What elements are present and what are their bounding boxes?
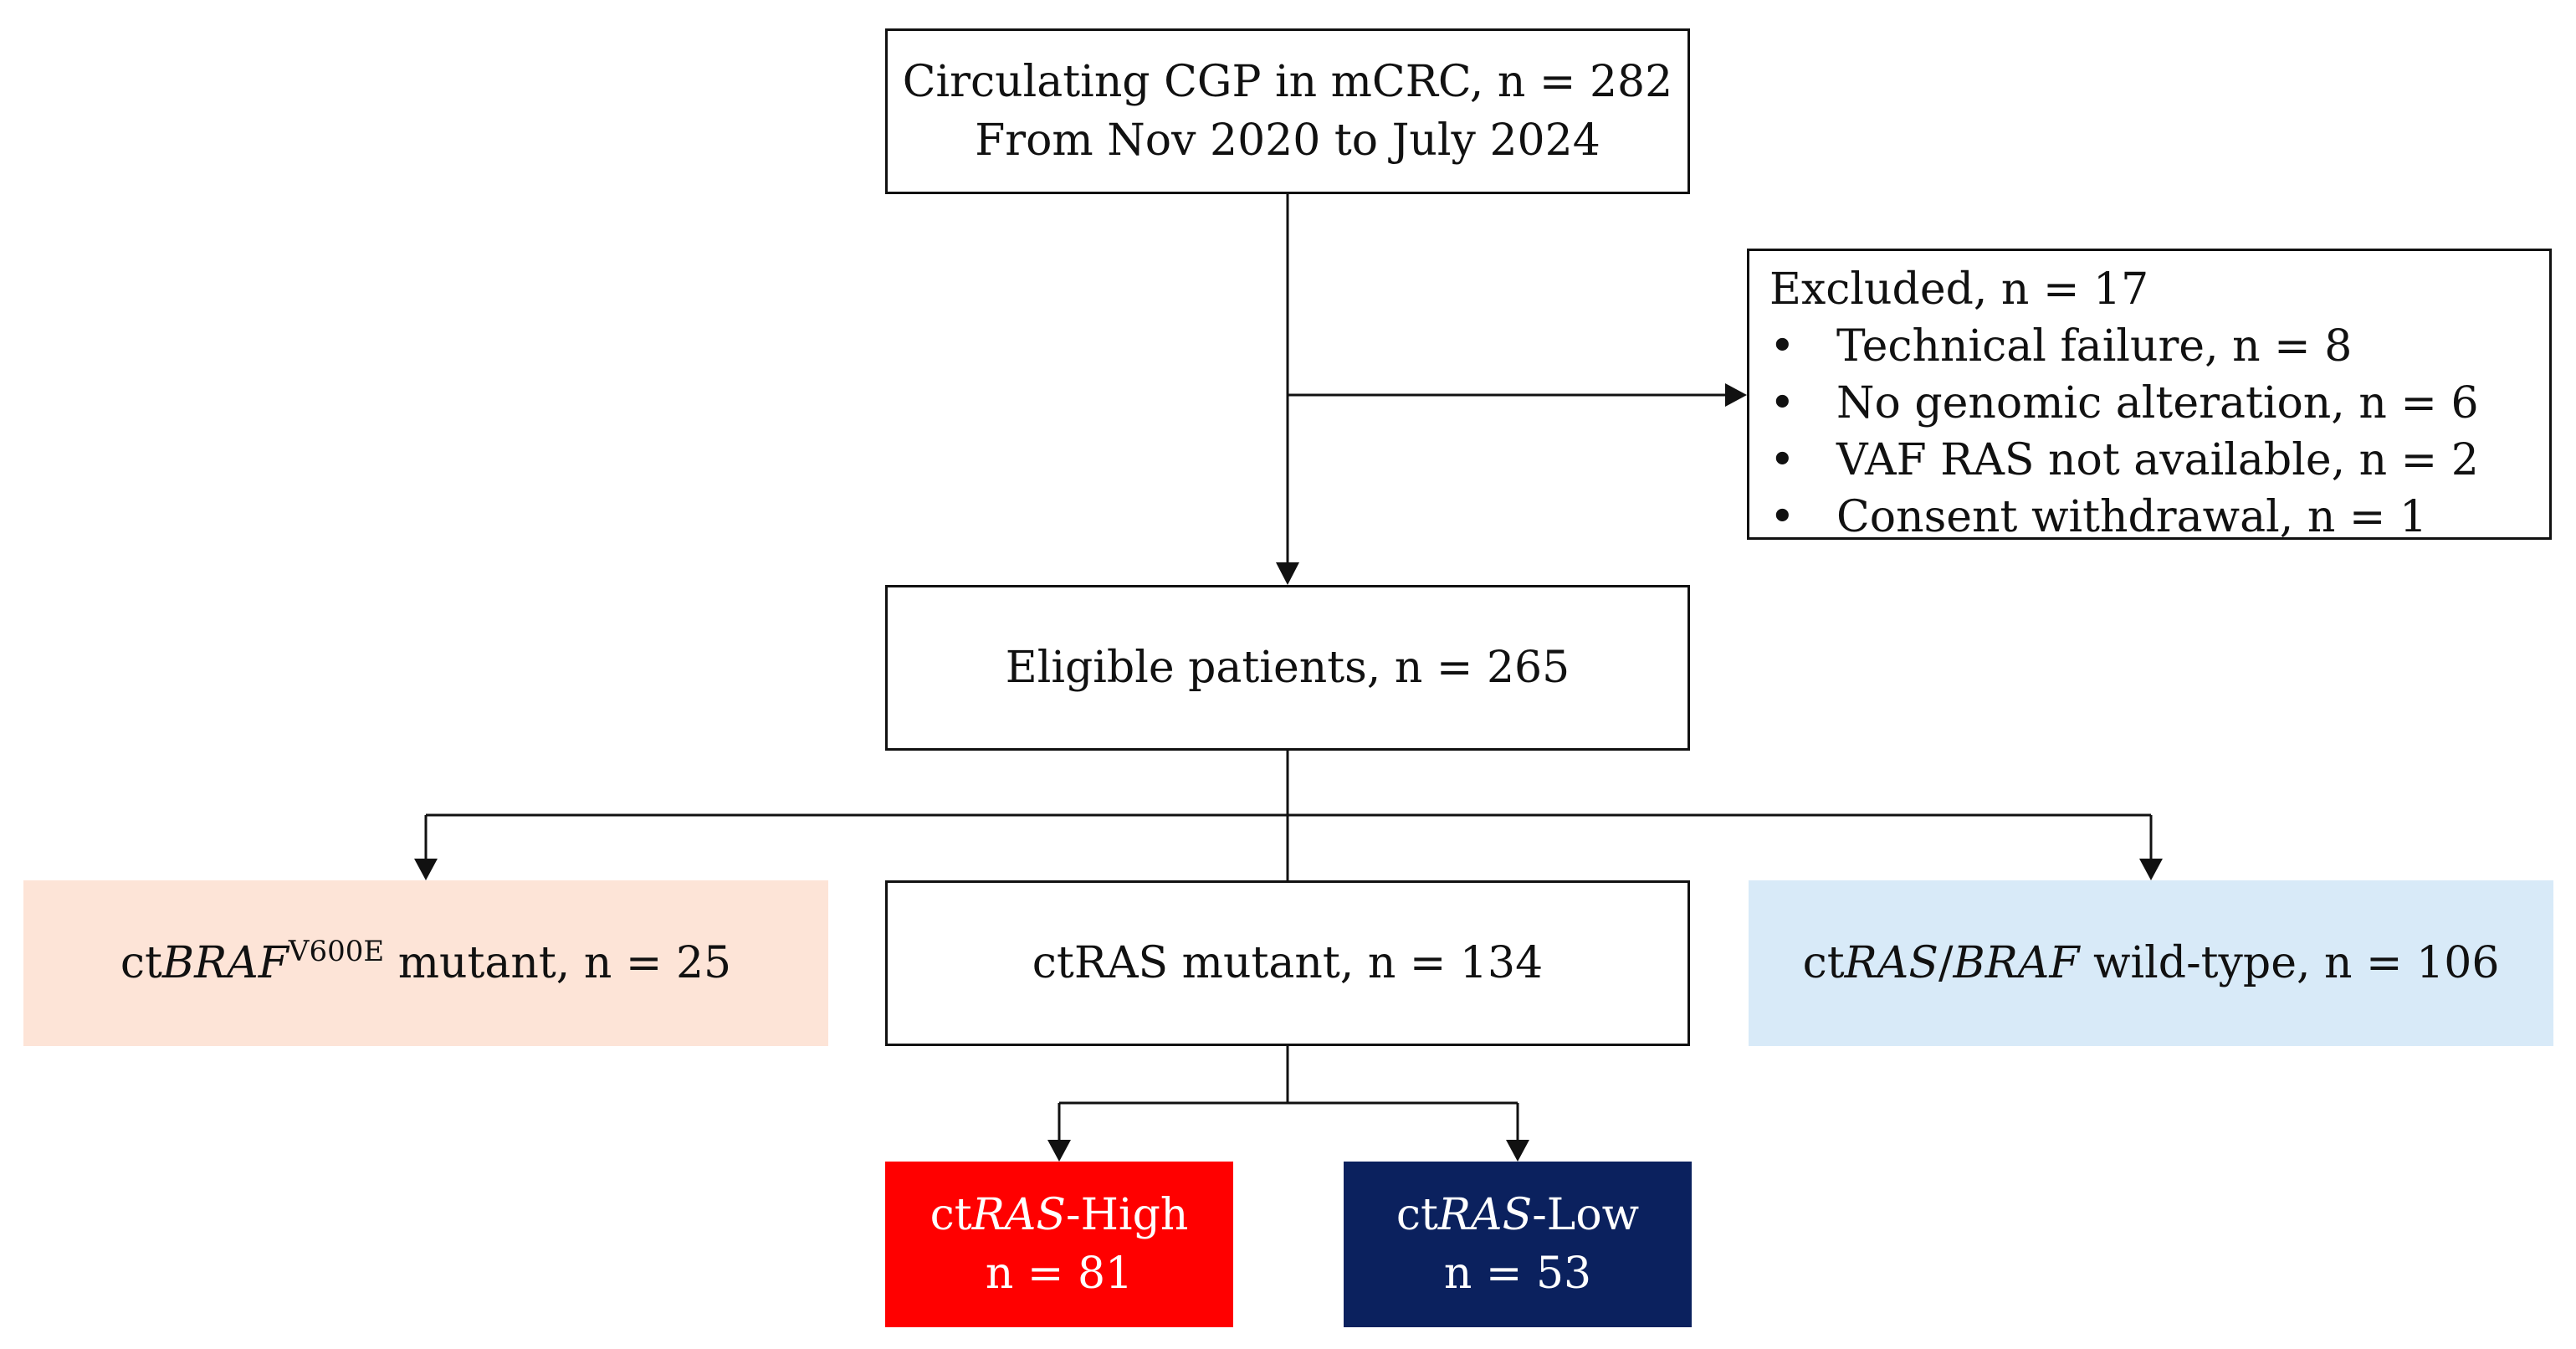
bullet-icon: • — [1769, 378, 1795, 428]
ras-low-suffix: -Low — [1532, 1190, 1640, 1240]
braf-prefix: ct — [120, 938, 162, 988]
wildtype-gene-ras: RAS — [1844, 938, 1938, 988]
ras-low-gene: RAS — [1437, 1190, 1533, 1240]
ras-low-box: ctRAS-Low n = 53 — [1344, 1162, 1692, 1327]
excluded-item-label: VAF RAS not available, n = 2 — [1836, 435, 2479, 485]
braf-arrow — [414, 859, 438, 880]
ras-low-arrow — [1506, 1140, 1529, 1162]
ras-low-count: n = 53 — [1443, 1249, 1592, 1299]
braf-suffix: mutant, n = 25 — [384, 938, 732, 988]
ras-high-count: n = 81 — [985, 1249, 1134, 1299]
ras-high-box: ctRAS-High n = 81 — [885, 1162, 1233, 1327]
ras-high-label: ctRAS-High — [930, 1186, 1189, 1244]
wildtype-suffix: wild-type, n = 106 — [2079, 938, 2500, 988]
bullet-icon: • — [1769, 492, 1795, 542]
wildtype-gene-braf: BRAF — [1953, 938, 2080, 988]
braf-mutant-box: ctBRAFV600E mutant, n = 25 — [23, 880, 828, 1046]
top-to-eligible-arrow — [1276, 562, 1299, 585]
ras-mutant-box: ctRAS mutant, n = 134 — [885, 880, 1690, 1046]
wildtype-prefix: ct — [1802, 938, 1845, 988]
ras-label: ctRAS mutant, n = 134 — [1032, 938, 1544, 988]
braf-label: ctBRAFV600E mutant, n = 25 — [120, 934, 731, 993]
wild-type-box: ctRAS/BRAF wild-type, n = 106 — [1749, 880, 2553, 1046]
ras-low-prefix: ct — [1396, 1190, 1438, 1240]
excluded-item-label: No genomic alteration, n = 6 — [1836, 378, 2479, 428]
cohort-line-1: Circulating CGP in mCRC, n = 282 — [902, 57, 1673, 107]
ras-high-suffix: -High — [1066, 1190, 1189, 1240]
ras-high-arrow — [1047, 1140, 1071, 1162]
excluded-item: • Technical failure, n = 8 — [1769, 318, 2352, 375]
excluded-box: Excluded, n = 17 • Technical failure, n … — [1747, 249, 2552, 542]
braf-gene: BRAF — [161, 938, 289, 988]
bullet-icon: • — [1769, 321, 1795, 372]
ras-high-prefix: ct — [930, 1190, 972, 1240]
excluded-item-label: Consent withdrawal, n = 1 — [1836, 492, 2428, 542]
exclusion-arrow — [1725, 383, 1747, 407]
wildtype-slash: / — [1938, 938, 1954, 988]
excluded-item-label: Technical failure, n = 8 — [1836, 321, 2353, 372]
excluded-item: • No genomic alteration, n = 6 — [1769, 375, 2479, 432]
ras-high-gene: RAS — [971, 1190, 1067, 1240]
braf-variant: V600E — [288, 935, 385, 968]
excluded-item: • VAF RAS not available, n = 2 — [1769, 432, 2479, 489]
wildtype-arrow — [2139, 859, 2163, 880]
wildtype-label: ctRAS/BRAF wild-type, n = 106 — [1803, 934, 2500, 993]
excluded-title: Excluded, n = 17 — [1769, 264, 2149, 315]
eligible-label: Eligible patients, n = 265 — [1005, 643, 1570, 693]
eligible-box: Eligible patients, n = 265 — [885, 585, 1690, 751]
cohort-line-2: From Nov 2020 to July 2024 — [975, 115, 1600, 166]
bullet-icon: • — [1769, 435, 1795, 485]
excluded-item: • Consent withdrawal, n = 1 — [1769, 489, 2427, 546]
cohort-box: Circulating CGP in mCRC, n = 282 From No… — [885, 28, 1690, 194]
ras-low-label: ctRAS-Low — [1396, 1186, 1639, 1244]
